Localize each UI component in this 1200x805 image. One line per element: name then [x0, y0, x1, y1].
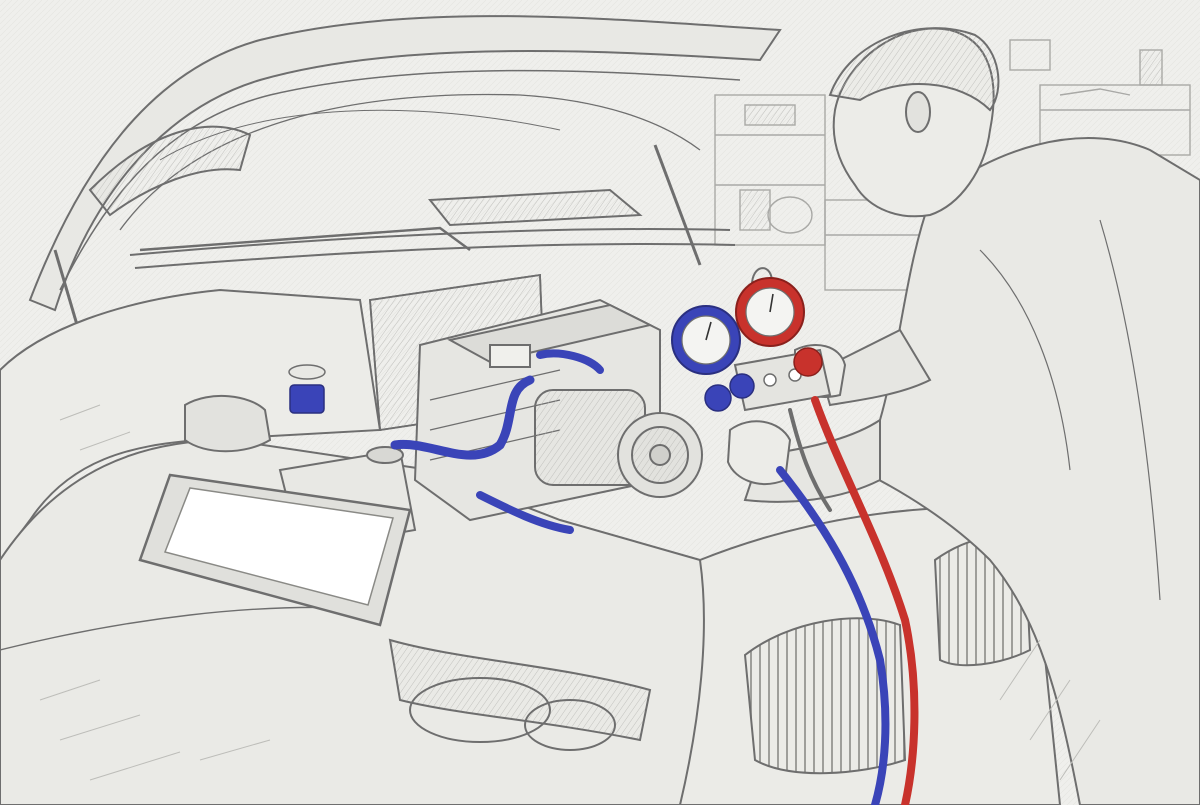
service-hose — [788, 408, 832, 512]
high-side-valve-knob — [793, 347, 823, 377]
refrigerant-hoses — [776, 396, 919, 805]
open-hood — [28, 15, 782, 312]
cowl-and-wipers — [129, 226, 736, 269]
diagnostic-tablet — [138, 473, 412, 627]
manifold-gauge-set — [671, 267, 832, 412]
low-pressure-gauge — [671, 305, 741, 375]
high-pressure-gauge — [735, 277, 805, 347]
pencil-shading — [39, 404, 1101, 781]
low-side-valve-knob — [704, 373, 755, 412]
low-side-hose — [776, 466, 890, 805]
low-side-cap — [288, 364, 326, 414]
high-side-hose — [811, 396, 919, 805]
low-side-lines — [390, 349, 604, 534]
ac-compressor — [534, 389, 703, 498]
